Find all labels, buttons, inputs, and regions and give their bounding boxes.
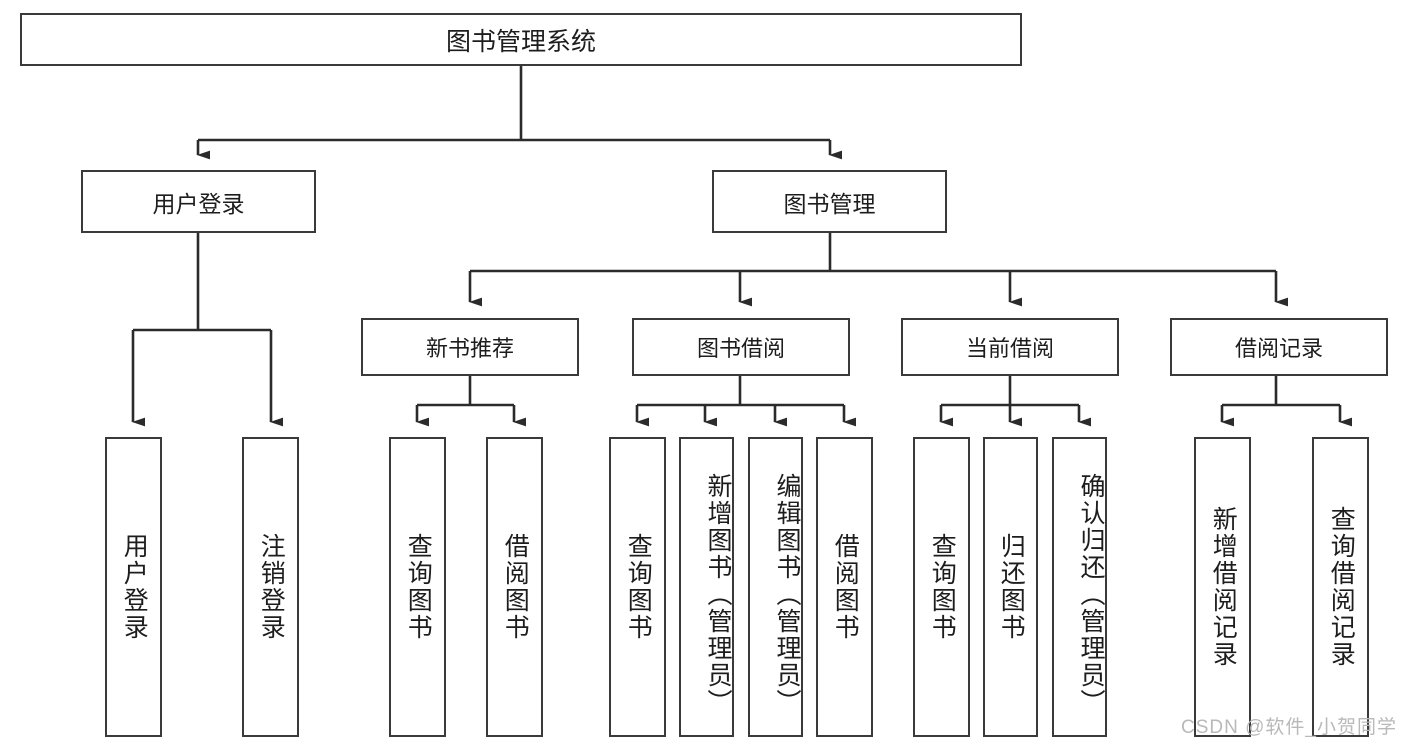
leaf-borrow-add-book-admin[interactable]: 新增图书（管理员） — [679, 437, 734, 737]
node-book-borrow-label: 图书借阅 — [696, 336, 785, 361]
leaf-current-query-book[interactable]: 查询图书 — [913, 437, 970, 737]
leaf-label: 借阅图书 — [501, 533, 530, 641]
node-book-management-label: 图书管理 — [783, 190, 876, 217]
leaf-label: 编辑图书（管理员） — [773, 472, 801, 716]
node-book-management[interactable]: 图书管理 — [712, 170, 947, 233]
leaf-label: 查询图书 — [404, 533, 433, 641]
node-root-label: 图书管理系统 — [445, 27, 596, 56]
leaf-new-book-borrow[interactable]: 借阅图书 — [486, 437, 543, 737]
leaf-user-login-login[interactable]: 用户登录 — [105, 437, 162, 737]
node-user-login[interactable]: 用户登录 — [81, 170, 316, 233]
leaf-label: 查询借阅记录 — [1327, 506, 1356, 668]
leaf-borrow-borrow-book[interactable]: 借阅图书 — [816, 437, 873, 737]
leaf-label: 确认归还（管理员） — [1077, 472, 1105, 716]
node-current-borrow-label: 当前借阅 — [965, 336, 1054, 361]
node-current-borrow[interactable]: 当前借阅 — [901, 318, 1119, 376]
leaf-current-return-book[interactable]: 归还图书 — [983, 437, 1038, 737]
leaf-record-query[interactable]: 查询借阅记录 — [1312, 437, 1369, 737]
leaf-label: 新增图书（管理员） — [704, 472, 732, 716]
leaf-label: 查询图书 — [624, 533, 653, 641]
leaf-label: 归还图书 — [997, 533, 1026, 641]
leaf-borrow-edit-book-admin[interactable]: 编辑图书（管理员） — [748, 437, 803, 737]
watermark: CSDN @软件_小贺同学 — [1181, 717, 1397, 738]
leaf-label: 新增借阅记录 — [1209, 506, 1238, 668]
node-borrow-record-label: 借阅记录 — [1234, 336, 1323, 361]
leaf-label: 注销登录 — [257, 533, 286, 641]
node-book-borrow[interactable]: 图书借阅 — [632, 318, 850, 376]
node-root[interactable]: 图书管理系统 — [20, 13, 1022, 66]
node-borrow-record[interactable]: 借阅记录 — [1170, 318, 1388, 376]
leaf-new-book-query[interactable]: 查询图书 — [389, 437, 446, 737]
node-new-book-recommend[interactable]: 新书推荐 — [361, 318, 579, 376]
leaf-label: 借阅图书 — [831, 533, 860, 641]
leaf-borrow-query-book[interactable]: 查询图书 — [609, 437, 666, 737]
leaf-user-login-logout[interactable]: 注销登录 — [242, 437, 299, 737]
node-user-login-label: 用户登录 — [152, 190, 245, 217]
leaf-label: 用户登录 — [120, 533, 149, 641]
leaf-current-confirm-return-admin[interactable]: 确认归还（管理员） — [1052, 437, 1107, 737]
leaf-label: 查询图书 — [928, 533, 957, 641]
leaf-record-add[interactable]: 新增借阅记录 — [1194, 437, 1251, 737]
node-new-book-recommend-label: 新书推荐 — [425, 336, 514, 361]
